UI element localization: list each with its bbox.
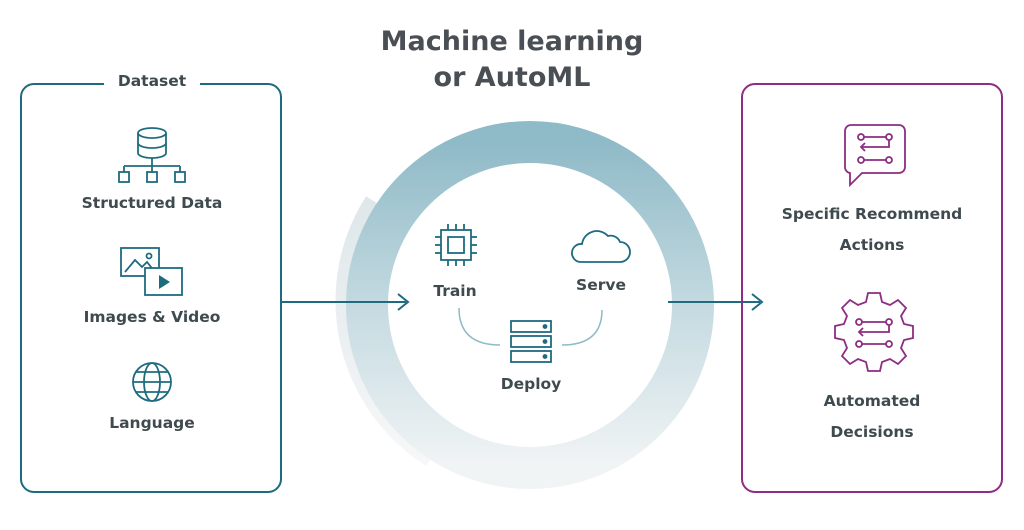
output-recommend-line-2: Actions xyxy=(839,236,905,254)
outputs-panel xyxy=(741,83,1003,493)
dataset-item-images-video: Images & Video xyxy=(83,308,221,326)
output-decisions-line-1: Automated xyxy=(823,392,921,410)
cycle-label-deploy: Deploy xyxy=(500,375,562,393)
image-video-icon xyxy=(120,247,183,296)
arrow-output xyxy=(668,293,764,311)
connector-train-deploy xyxy=(458,307,501,346)
dataset-title: Dataset xyxy=(104,72,200,90)
output-decisions-line-2: Decisions xyxy=(830,423,914,441)
title-line-2: or AutoML xyxy=(433,62,591,93)
cycle-label-serve: Serve xyxy=(576,276,626,294)
recommendation-bubble-icon xyxy=(844,124,906,188)
ring-outer-arc xyxy=(335,196,434,466)
chip-icon xyxy=(435,224,477,266)
arrow-input xyxy=(282,293,410,311)
cloud-icon xyxy=(571,230,631,263)
cycle-label-train: Train xyxy=(433,282,477,300)
database-hierarchy-icon xyxy=(118,127,186,183)
globe-icon xyxy=(132,362,172,402)
title-line-1: Machine learning xyxy=(380,26,644,57)
output-recommend-line-1: Specific Recommend xyxy=(781,205,963,223)
cycle-ring xyxy=(346,121,714,489)
connector-deploy-serve xyxy=(561,309,603,346)
server-icon xyxy=(510,320,552,363)
dataset-item-structured-data: Structured Data xyxy=(81,194,223,212)
automation-gear-icon xyxy=(834,292,914,372)
dataset-item-language: Language xyxy=(109,414,195,432)
